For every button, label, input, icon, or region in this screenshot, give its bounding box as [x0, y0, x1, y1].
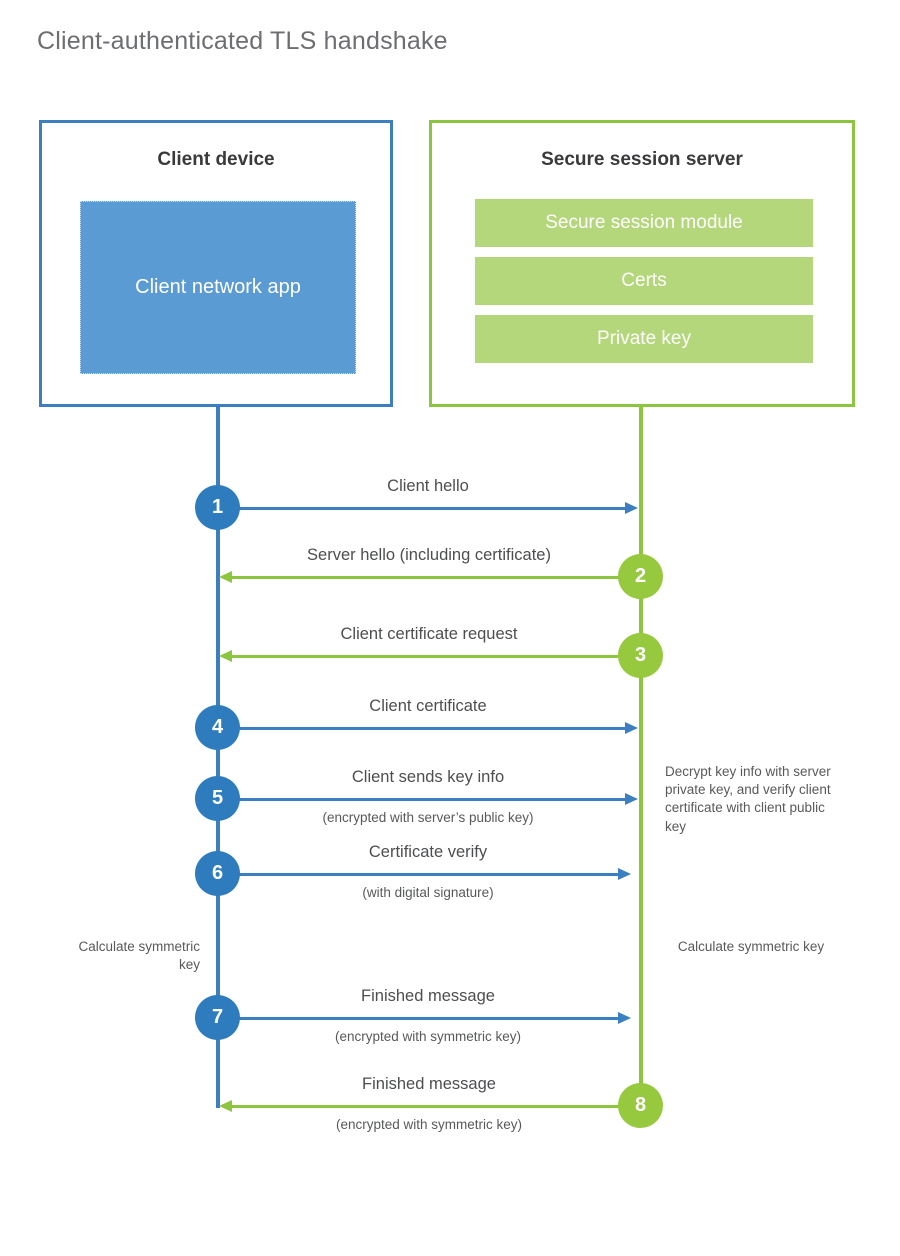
arrow-head-1 — [625, 502, 638, 514]
arrow-head-6 — [618, 868, 631, 880]
arrow-line-1 — [218, 507, 625, 510]
step-number-8: 8 — [634, 1094, 647, 1116]
step-circle-3[interactable]: 3 — [618, 633, 663, 678]
step-number-4: 4 — [211, 716, 224, 738]
message-label-6: Certificate verify — [368, 843, 488, 861]
step-number-6: 6 — [211, 862, 224, 884]
message-sublabel-8: (encrypted with symmetric key) — [335, 1117, 523, 1132]
step-number-2: 2 — [634, 565, 647, 587]
client-device-title: Client device — [157, 149, 275, 170]
arrow-head-7 — [618, 1012, 631, 1024]
message-label-8: Finished message — [362, 1075, 496, 1093]
arrow-line-2 — [232, 576, 625, 579]
step-number-3: 3 — [634, 644, 647, 666]
message-sublabel-6: (with digital signature) — [362, 885, 494, 900]
message-label-7: Finished message — [361, 987, 495, 1005]
step-circle-6[interactable]: 6 — [195, 851, 240, 896]
arrow-head-5 — [625, 793, 638, 805]
message-sublabel-5: (encrypted with server’s public key) — [322, 810, 534, 825]
server-module-secure-session-module: Secure session module — [475, 199, 813, 247]
step-circle-7[interactable]: 7 — [195, 995, 240, 1040]
message-sublabel-7: (encrypted with symmetric key) — [334, 1029, 522, 1044]
server-module-list: Secure session module Certs Private key — [475, 199, 813, 363]
client-network-app-block: Client network app — [80, 201, 356, 374]
message-label-1: Client hello — [387, 477, 469, 495]
arrow-line-3 — [232, 655, 625, 658]
step-circle-4[interactable]: 4 — [195, 705, 240, 750]
server-module-private-key: Private key — [475, 315, 813, 363]
step-circle-5[interactable]: 5 — [195, 776, 240, 821]
secure-session-server-box: Secure session server Secure session mod… — [429, 120, 855, 407]
step-circle-1[interactable]: 1 — [195, 485, 240, 530]
step-number-1: 1 — [211, 496, 224, 518]
client-lifeline — [216, 406, 220, 1108]
step-circle-8[interactable]: 8 — [618, 1083, 663, 1128]
message-label-2: Server hello (including certificate) — [307, 546, 551, 564]
message-label-5: Client sends key info — [351, 768, 505, 786]
server-module-certs: Certs — [475, 257, 813, 305]
arrow-head-4 — [625, 722, 638, 734]
arrow-line-6 — [218, 873, 618, 876]
arrow-line-4 — [218, 727, 625, 730]
step-circle-2[interactable]: 2 — [618, 554, 663, 599]
arrow-head-3 — [219, 650, 232, 662]
message-label-3: Client certificate request — [340, 625, 518, 643]
client-calculate-symmetric-key-note: Calculate symmetric key — [78, 939, 200, 973]
arrow-head-8 — [219, 1100, 232, 1112]
arrow-head-2 — [219, 571, 232, 583]
server-calculate-symmetric-key-note: Calculate symmetric key — [677, 939, 825, 954]
page-title: Client-authenticated TLS handshake — [37, 27, 448, 55]
message-label-4: Client certificate — [369, 697, 487, 715]
arrow-line-7 — [218, 1017, 618, 1020]
arrow-line-5 — [218, 798, 625, 801]
step-number-7: 7 — [211, 1006, 224, 1028]
server-lifeline — [639, 406, 643, 1105]
arrow-line-8 — [232, 1105, 625, 1108]
client-device-box: Client device Client network app — [39, 120, 393, 407]
step-number-5: 5 — [211, 787, 224, 809]
server-decrypt-note: Decrypt key info with server private key… — [665, 764, 831, 834]
secure-session-server-title: Secure session server — [541, 149, 743, 170]
